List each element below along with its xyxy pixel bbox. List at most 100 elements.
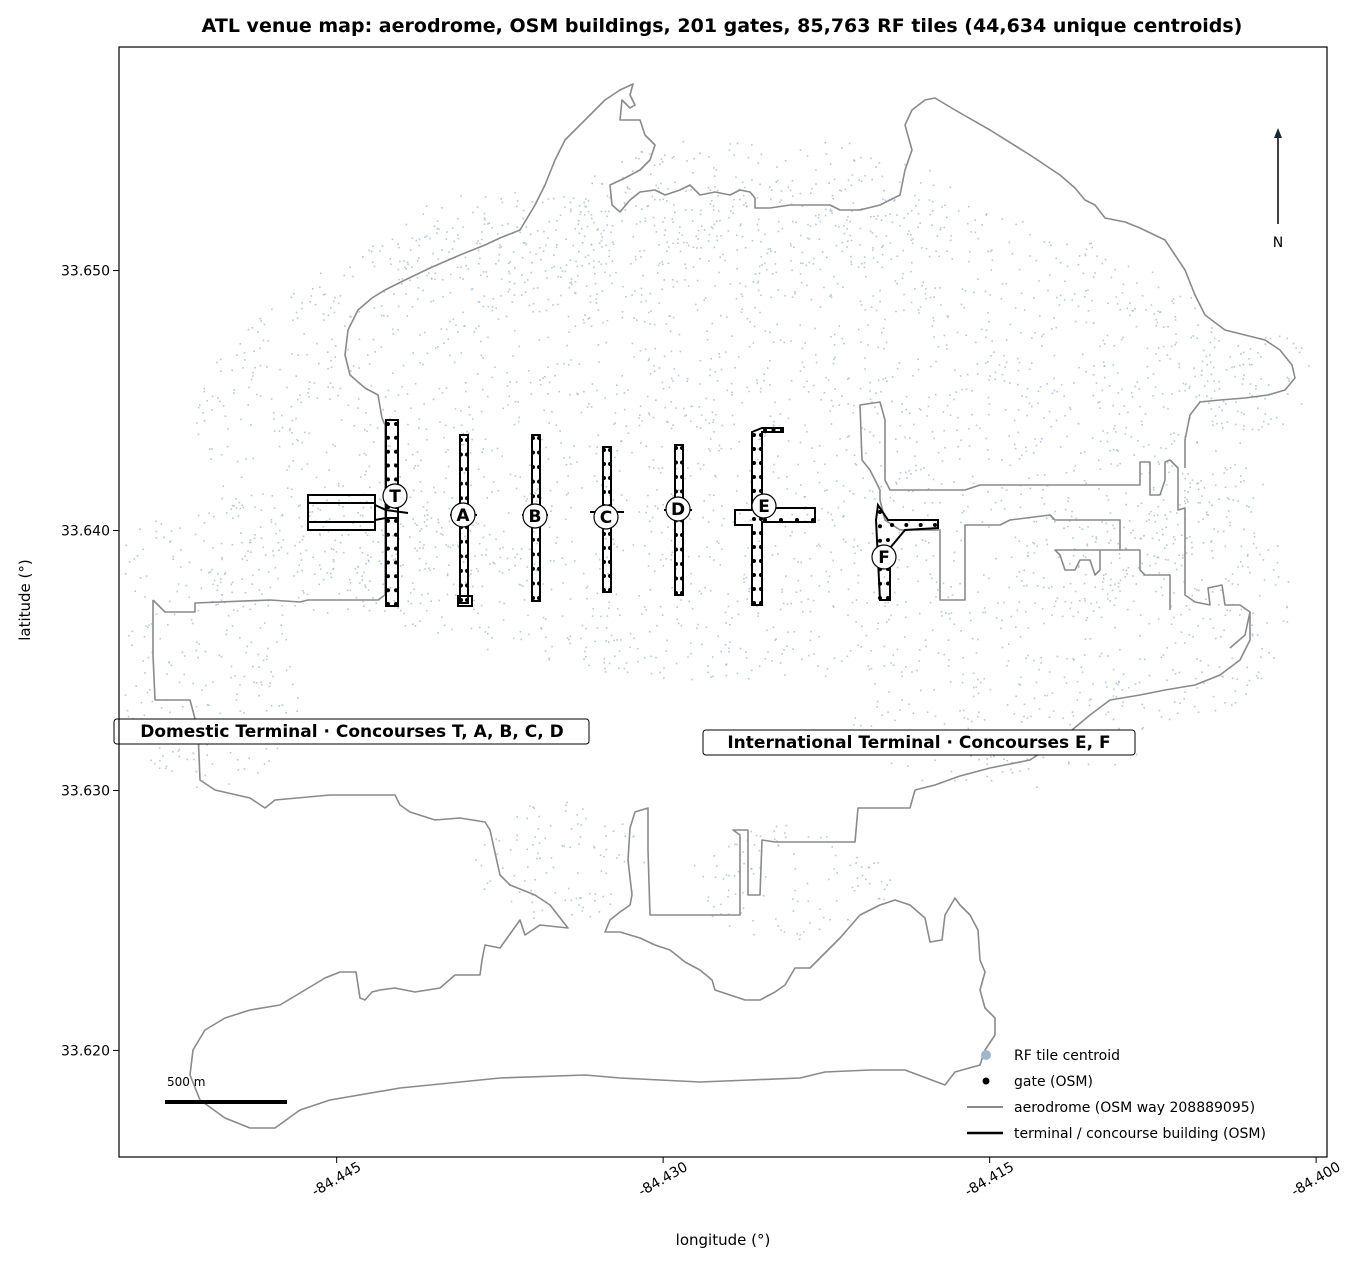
rf-tile-point [1020,331,1022,334]
rf-tile-point [873,498,876,500]
rf-tile-point [508,281,511,283]
rf-tile-point [843,500,845,503]
rf-tile-point [1003,601,1005,604]
rf-tile-point [784,674,786,676]
rf-tile-point [315,476,318,479]
gate-point [531,479,535,484]
rf-tile-point [540,628,543,630]
rf-tile-point [724,259,726,262]
rf-tile-point [1045,517,1048,519]
rf-tile-point [448,564,450,566]
rf-tile-point [811,447,813,449]
rf-tile-point [261,593,263,595]
rf-tile-point [482,448,484,450]
rf-tile-point [561,270,564,273]
rf-tile-point [776,166,778,168]
rf-tile-point [1101,389,1104,392]
rf-tile-point [1164,558,1167,561]
rf-tile-point [819,306,822,308]
rf-tile-point [1149,564,1151,567]
rf-tile-point [588,317,591,319]
rf-tile-point [431,278,433,280]
rf-tile-point [352,275,354,278]
rf-tile-point [617,608,619,610]
terminal-buildings [307,419,939,607]
rf-tile-point [1215,637,1217,640]
rf-tile-point [1003,758,1005,760]
rf-tile-point [842,515,844,518]
rf-tile-point [260,509,263,511]
rf-tile-point [1146,347,1149,350]
rf-tile-point [743,581,745,583]
gate-point [602,588,606,592]
rf-tile-point [759,311,761,314]
rf-tile-point [479,340,482,343]
rf-tile-point [1130,436,1133,438]
rf-tile-point [846,227,848,230]
rf-tile-point [918,312,920,314]
rf-tile-point [896,282,898,285]
rf-tile-point [337,302,340,305]
rf-tile-point [325,451,328,454]
gate-point [459,467,463,472]
rf-tile-point [819,268,822,271]
rf-tile-point [624,835,627,837]
rf-tile-point [319,533,321,535]
rf-tile-point [407,263,409,266]
rf-tile-point [593,266,595,269]
rf-tile-point [144,596,146,598]
rf-tile-point [290,296,293,299]
rf-tile-point [486,648,489,651]
rf-tile-point [882,378,885,381]
rf-tile-point [745,651,747,653]
rf-tile-point [290,496,293,498]
rf-tile-point [846,219,848,221]
rf-tile-point [1015,223,1017,226]
rf-tile-point [1035,259,1038,262]
rf-tile-point [1026,758,1029,761]
rf-tile-point [1177,433,1180,436]
rf-tile-point [1286,620,1289,623]
rf-tile-point [673,204,675,206]
rf-tile-point [1234,690,1237,692]
rf-tile-point [197,433,200,436]
rf-tile-point [716,540,718,543]
rf-tile-point [1140,614,1142,616]
rf-tile-point [1229,467,1232,469]
rf-tile-point [915,464,917,467]
rf-tile-point [722,253,724,256]
rf-tile-point [1106,686,1108,688]
rf-tile-point [677,242,679,244]
rf-tile-point [268,685,271,688]
rf-tile-point [838,325,841,327]
rf-tile-point [647,359,650,362]
gate-point [459,568,463,573]
rf-tile-point [806,284,808,287]
rf-tile-point [1017,409,1020,411]
rf-tile-point [717,542,720,544]
rf-tile-point [577,393,579,396]
rf-tile-point [601,236,604,238]
rf-tile-point [1053,389,1056,392]
rf-tile-point [557,275,559,278]
rf-tile-point [605,486,608,488]
rf-tile-point [1229,609,1231,612]
rf-tile-point [1048,410,1051,413]
rf-tile-point [730,382,733,385]
rf-tile-point [803,931,805,933]
rf-tile-point [799,933,802,936]
rf-tile-point [575,897,578,900]
rf-tile-point [728,647,730,650]
rf-tile-point [828,591,830,593]
rf-tile-point [960,630,962,632]
rf-tile-point [1182,557,1184,559]
rf-tile-point [392,534,394,537]
rf-tile-point [1156,532,1158,534]
rf-tile-point [719,564,722,566]
rf-tile-point [1242,363,1245,366]
rf-tile-point [212,583,214,586]
gate-point [531,581,535,586]
rf-tile-point [991,249,993,251]
gate-point [878,581,882,586]
rf-tile-point [917,358,919,361]
